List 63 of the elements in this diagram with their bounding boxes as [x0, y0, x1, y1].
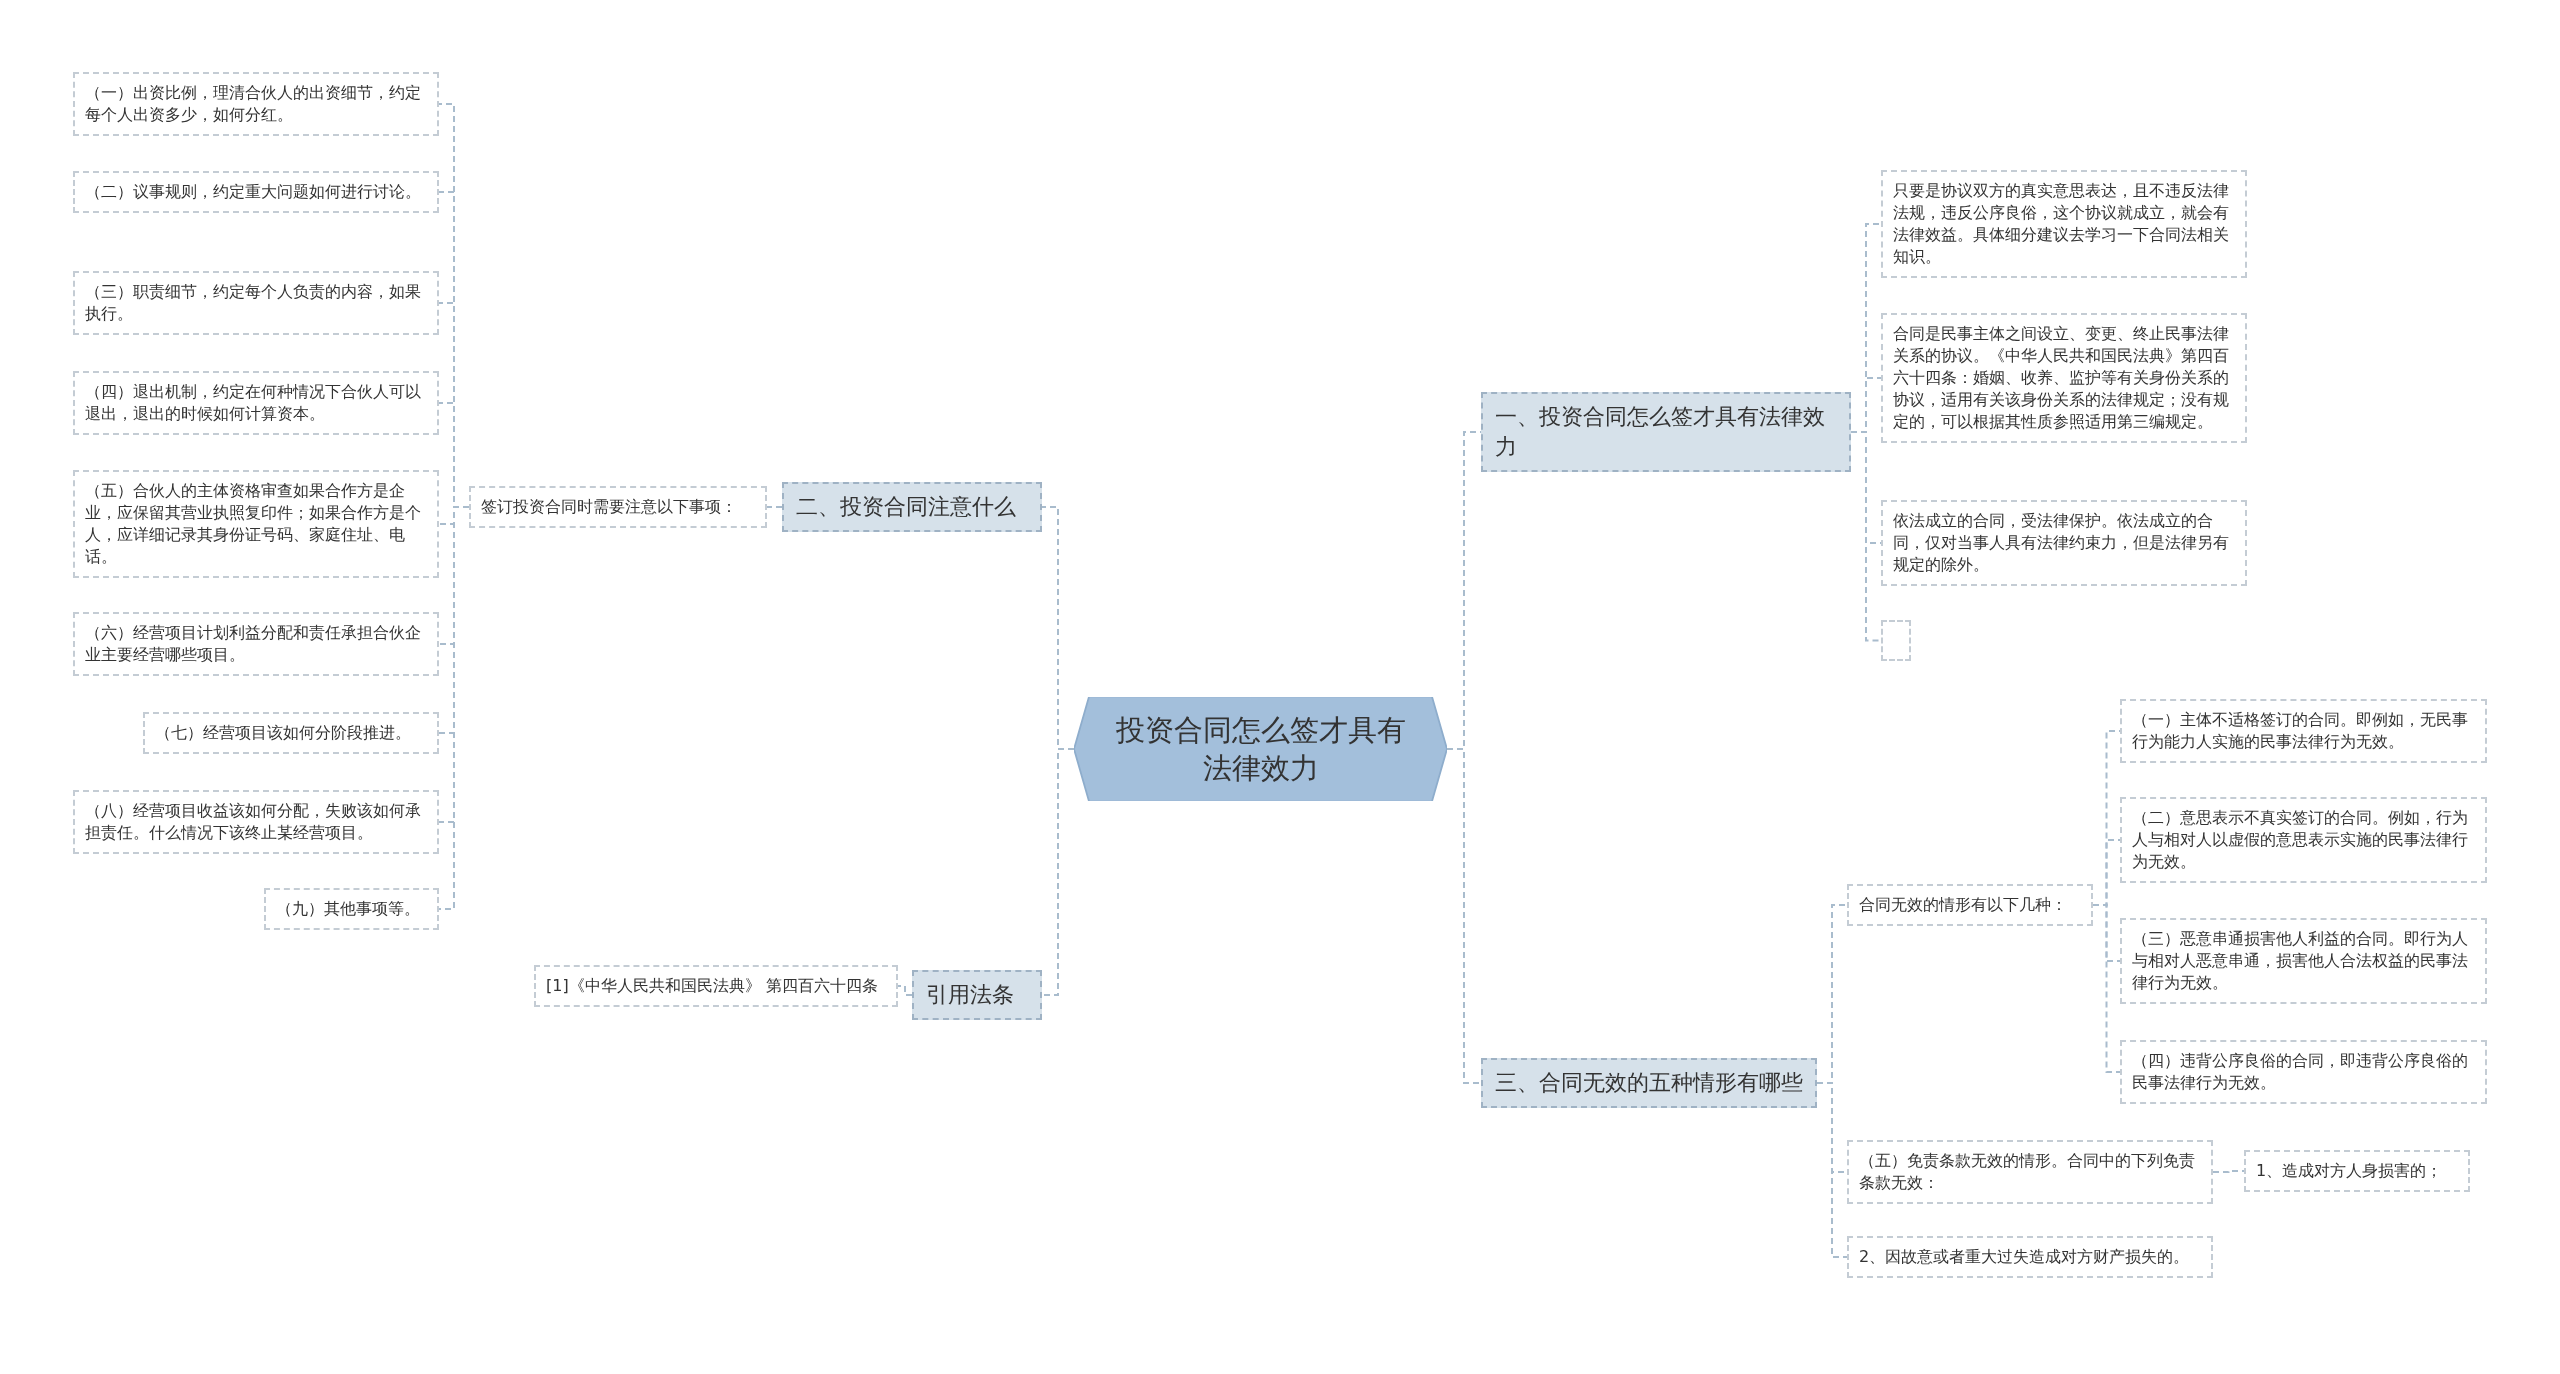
- connector-line: [2212, 1170, 2245, 1173]
- connector-line: [1041, 748, 1075, 996]
- topic-box: [1481, 392, 1851, 472]
- subtopic-text: 签订投资合同时需要注意以下事项：: [481, 496, 738, 518]
- subtopic-box: [73, 271, 439, 335]
- subtopic-box: [73, 72, 439, 136]
- subtopic-box: [469, 486, 767, 528]
- empty-box: [1881, 620, 1911, 661]
- connector-line: [2092, 904, 2121, 1073]
- connector-line: [897, 985, 913, 996]
- subtopic-box: [1847, 884, 2093, 926]
- subtopic-text: （二）意思表示不真实签订的合同。例如，行为人与相对人以虚假的意思表示实施的民事法律行为无效。: [2132, 807, 2469, 873]
- subtopic-box: [2120, 699, 2487, 763]
- subtopic-box: [2120, 918, 2487, 1004]
- connector-line: [766, 506, 783, 508]
- subtopic-box: [73, 171, 439, 213]
- subtopic-box: [264, 888, 439, 930]
- subtopic-box: [73, 371, 439, 435]
- subtopic-box: [1881, 170, 2247, 278]
- subtopic-box: [1847, 1140, 2213, 1204]
- subtopic-text: 只要是协议双方的真实意思表达，且不违反法律法规，违反公序良俗，这个协议就成立，就会有法律效益。具体细分建议去学习一下合同法相关知识。: [1893, 180, 2230, 268]
- subtopic-text: （四）退出机制，约定在何种情况下合伙人可以退出，退出的时候如何计算资本。: [85, 381, 422, 425]
- central-topic: [1074, 697, 1447, 801]
- subtopic-text: 1、造成对方人身损害的；: [2256, 1160, 2444, 1182]
- subtopic-text: （九）其他事项等。: [276, 898, 421, 920]
- subtopic-text: （三）恶意串通损害他人利益的合同。即行为人与相对人恶意串通，损害他人合法权益的民事法律行为无效。: [2132, 928, 2469, 994]
- subtopic-text: 合同无效的情形有以下几种：: [1859, 894, 2068, 916]
- subtopic-box: [73, 470, 439, 578]
- subtopic-text: （四）违背公序良俗的合同，即违背公序良俗的民事法律行为无效。: [2132, 1050, 2469, 1094]
- subtopic-box: [1847, 1236, 2213, 1278]
- subtopic-box: [1881, 500, 2247, 586]
- topic-box: [782, 482, 1042, 532]
- topic-box: [1481, 1058, 1817, 1108]
- topic-text: 引用法条: [926, 981, 1015, 1009]
- connector-line: [1816, 1082, 1848, 1258]
- subtopic-text: 2、因故意或者重大过失造成对方财产损失的。: [1859, 1246, 2191, 1268]
- subtopic-text: 合同是民事主体之间设立、变更、终止民事法律关系的协议。《中华人民共和国民法典》第四百六十四条：婚姻、收养、监护等有关身份关系的协议，适用有关该身份关系的法律规定；没有规定的，可以根据其性质参照适用第三编规定。: [1893, 323, 2230, 433]
- subtopic-box: [143, 712, 439, 754]
- subtopic-text: （八）经营项目收益该如何分配，失败该如何承担责任。什么情况下该终止某经营项目。: [85, 800, 422, 844]
- subtopic-box: [1881, 313, 2247, 443]
- subtopic-text: （三）职责细节，约定每个人负责的内容，如果执行。: [85, 281, 422, 325]
- subtopic-box: [2120, 797, 2487, 883]
- subtopic-text: （五）合伙人的主体资格审查如果合作方是企业，应保留其营业执照复印件；如果合作方是个人，应详细记录其身份证号码、家庭住址、电话。: [85, 480, 422, 568]
- subtopic-text: 依法成立的合同，受法律保护。依法成立的合同，仅对当事人具有法律约束力，但是法律另有规定的除外。: [1893, 510, 2230, 576]
- subtopic-box: [73, 790, 439, 854]
- subtopic-text: （五）免责条款无效的情形。合同中的下列免责条款无效：: [1859, 1150, 2196, 1194]
- central-topic-text: 投资合同怎么签才具有法律效力: [1114, 712, 1407, 787]
- subtopic-text: [1]《中华人民共和国民法典》 第四百六十四条: [546, 975, 879, 997]
- connector-line: [1850, 431, 1882, 642]
- topic-text: 三、合同无效的五种情形有哪些: [1495, 1069, 1803, 1097]
- topic-text: 二、投资合同注意什么: [796, 493, 1017, 521]
- subtopic-box: [2120, 1040, 2487, 1104]
- subtopic-box: [2244, 1150, 2470, 1192]
- subtopic-box: [534, 965, 898, 1007]
- topic-box: [912, 970, 1042, 1020]
- subtopic-text: （七）经营项目该如何分阶段推进。: [155, 722, 412, 744]
- topic-text: 一、投资合同怎么签才具有法律效力: [1495, 403, 1826, 461]
- subtopic-text: （一）出资比例，理清合伙人的出资细节，约定每个人出资多少，如何分红。: [85, 82, 422, 126]
- subtopic-text: （一）主体不适格签订的合同。即例如，无民事行为能力人实施的民事法律行为无效。: [2132, 709, 2469, 753]
- subtopic-text: （六）经营项目计划利益分配和责任承担合伙企业主要经营哪些项目。: [85, 622, 422, 666]
- subtopic-box: [73, 612, 439, 676]
- subtopic-text: （二）议事规则，约定重大问题如何进行讨论。: [85, 181, 422, 203]
- connector-line: [1446, 748, 1482, 1084]
